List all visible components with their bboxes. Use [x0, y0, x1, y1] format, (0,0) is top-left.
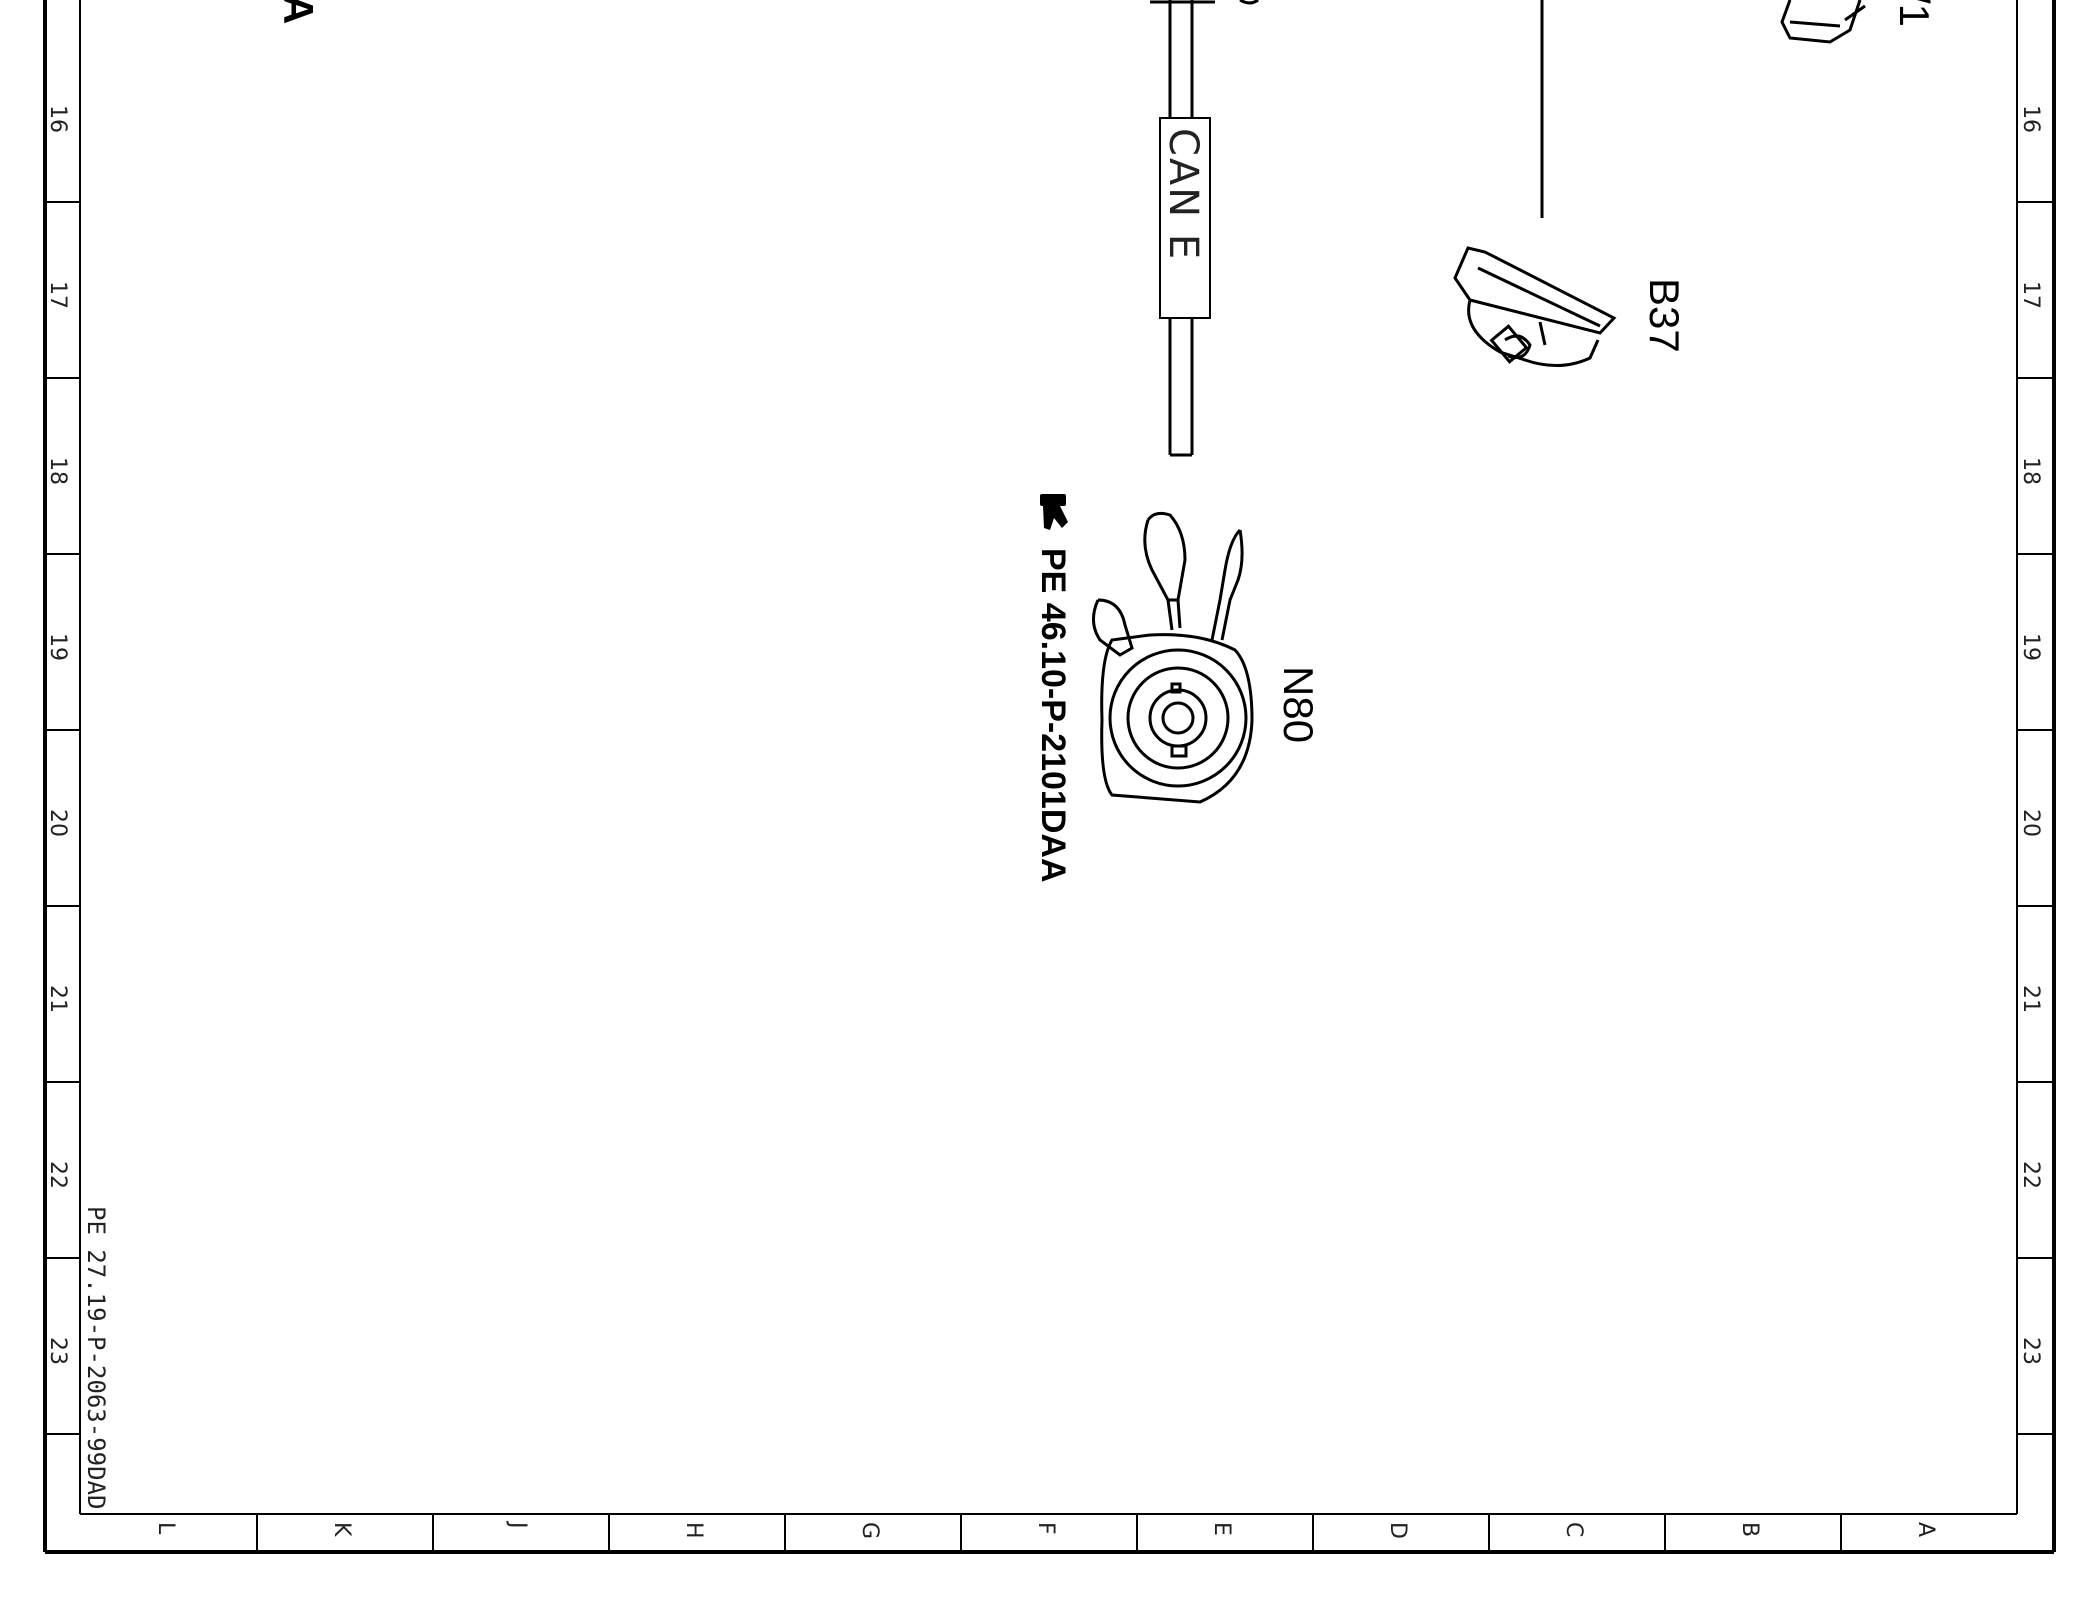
top-right-partial-icon: [1780, 0, 1866, 44]
column-label-k: K: [329, 1522, 354, 1537]
row-label-left-23: 23: [45, 1337, 70, 1365]
row-label-left-18: 18: [45, 457, 70, 485]
row-label-left-17: 17: [45, 281, 70, 309]
reference-hand-icon: [1040, 494, 1068, 530]
column-label-j: J: [505, 1522, 530, 1529]
column-label-f: F: [1033, 1522, 1058, 1535]
row-label-left-16: 16: [45, 105, 70, 133]
top-right-partial-label: /1: [1891, 0, 1938, 28]
n80-steering-switch-icon: [1092, 511, 1254, 804]
column-label-d: D: [1385, 1522, 1410, 1539]
column-label-l: L: [153, 1522, 178, 1535]
row-label-right-18: 18: [2018, 457, 2043, 485]
row-label-right-16: 16: [2018, 105, 2043, 133]
row-label-left-20: 20: [45, 809, 70, 837]
row-label-left-21: 21: [45, 985, 70, 1013]
can-bus-line: [1159, 0, 1211, 457]
row-label-right-20: 20: [2018, 809, 2043, 837]
top-left-partial-label: A: [275, 0, 322, 25]
column-label-a: A: [1913, 1522, 1938, 1538]
n80-label: N80: [1275, 666, 1322, 744]
row-label-right-22: 22: [2018, 1161, 2043, 1189]
column-label-h: H: [681, 1522, 706, 1539]
row-ticks: [45, 201, 2054, 1435]
row-label-left-19: 19: [45, 633, 70, 661]
b37-label: B37: [1641, 278, 1688, 353]
drawing-frame: [43, 0, 2056, 1554]
row-label-right-19: 19: [2018, 633, 2043, 661]
row-label-right-17: 17: [2018, 281, 2043, 309]
n80-reference-link[interactable]: PE 46.10-P-2101DAA: [1034, 548, 1072, 883]
can-bus-label: CAN E: [1160, 128, 1206, 262]
row-label-right-23: 23: [2018, 1337, 2043, 1365]
column-label-c: C: [1561, 1522, 1586, 1538]
document-id: PE 27.19-P-2063-99DAD: [82, 1206, 110, 1510]
bus-top-connector: [1150, 0, 1259, 5]
column-label-e: E: [1209, 1522, 1234, 1536]
column-ticks: [256, 1514, 1842, 1552]
column-label-g: G: [857, 1522, 882, 1540]
row-label-right-21: 21: [2018, 985, 2043, 1013]
b37-pedal-icon: [1453, 246, 1617, 368]
column-label-b: B: [1737, 1522, 1762, 1538]
row-label-left-22: 22: [45, 1161, 70, 1189]
